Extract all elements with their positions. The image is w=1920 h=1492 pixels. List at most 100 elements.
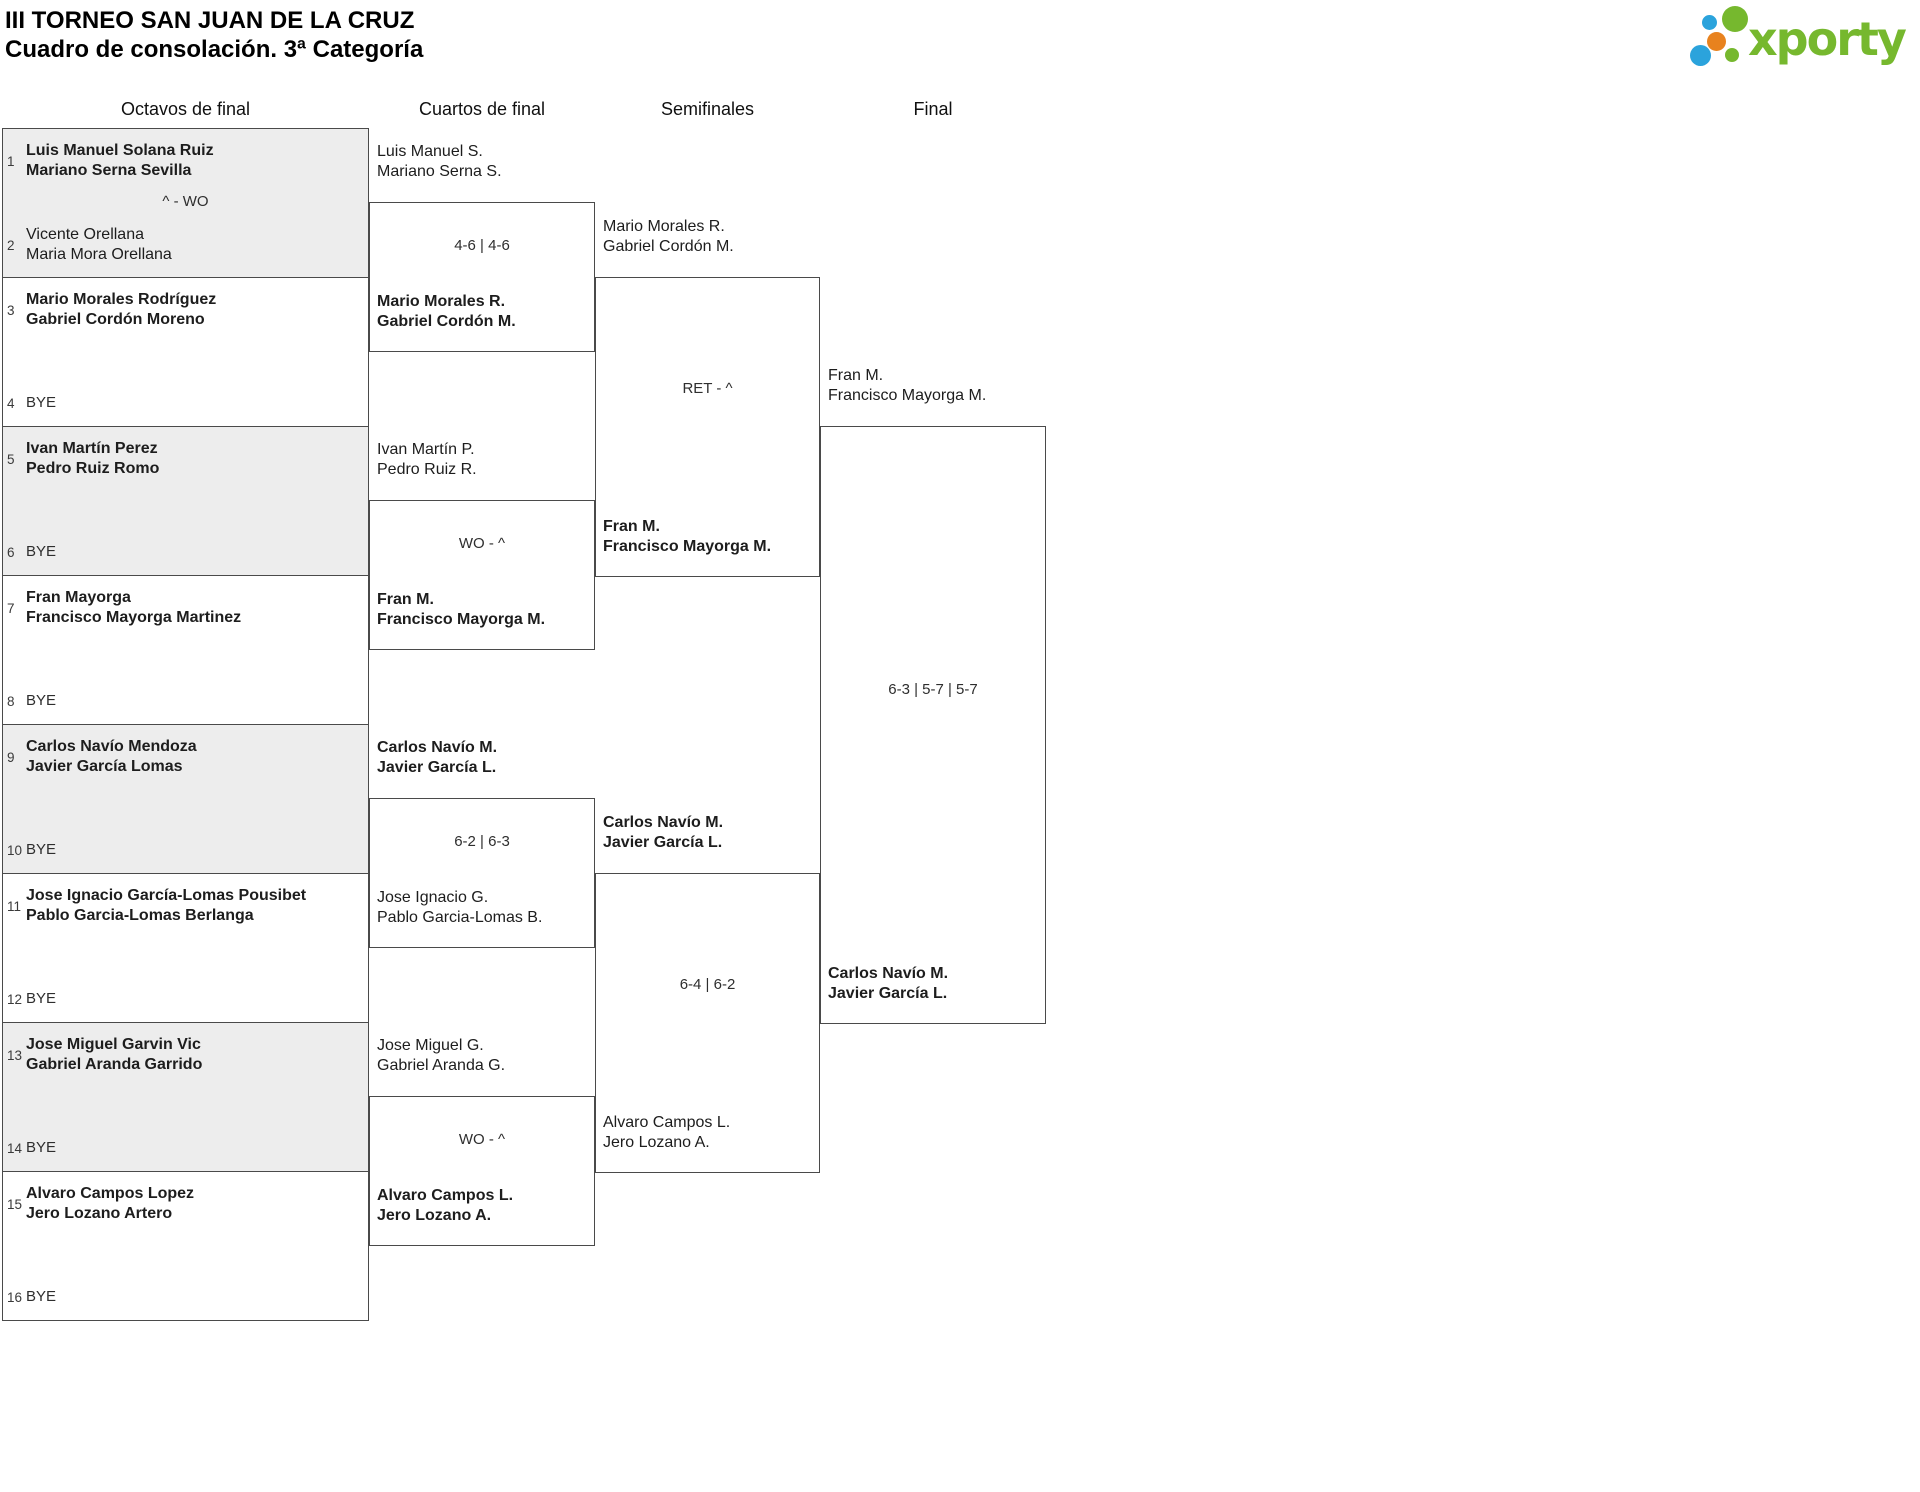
seed-number: 8	[7, 693, 15, 709]
team-name-line: Francisco Mayorga M.	[377, 611, 546, 628]
team-name-line: Alvaro Campos L.	[377, 1187, 514, 1204]
bye-label: BYE	[26, 841, 57, 858]
seed-number: 16	[7, 1289, 23, 1305]
team-name-line: Fran Mayorga	[26, 589, 131, 606]
team-name-line: Carlos Navío M.	[603, 814, 724, 831]
match-score: 6-3 | 5-7 | 5-7	[888, 681, 978, 698]
final-match-box	[820, 426, 1046, 1024]
team-entry: Carlos Navío M. Javier García L.	[828, 964, 1184, 1004]
seed-number: 15	[7, 1196, 23, 1212]
team-name-line: Fran M.	[377, 591, 434, 608]
team-name-line: Alvaro Campos Lopez	[26, 1185, 195, 1202]
team-name-line: Carlos Navío M.	[828, 965, 949, 982]
seed-number: 12	[7, 991, 23, 1007]
r16-match-box	[2, 128, 369, 278]
seed-number: 10	[7, 842, 23, 858]
team-name-line: Javier García L.	[828, 985, 948, 1002]
team-entry: Alvaro Campos L. Jero Lozano A.	[377, 1186, 733, 1226]
match-score: RET - ^	[682, 380, 733, 397]
r16-match-box	[2, 1171, 369, 1321]
bye-label: BYE	[26, 1288, 57, 1305]
team-name-line: Jose Miguel Garvin Vic	[26, 1036, 201, 1053]
seed-number: 5	[7, 451, 15, 467]
bye-label: BYE	[26, 692, 57, 709]
seed-number: 6	[7, 544, 15, 560]
team-name-line: Pablo Garcia-Lomas Berlanga	[26, 907, 254, 924]
team-name-line: Pedro Ruiz Romo	[26, 460, 160, 477]
team-name-line: Luis Manuel Solana Ruiz	[26, 142, 214, 159]
match-score: 6-4 | 6-2	[679, 976, 736, 993]
logo-dot-green-small-icon	[1725, 48, 1739, 62]
team-entry: Mario Morales R.Gabriel Cordón M.	[603, 217, 958, 257]
semifinal-match-box	[595, 873, 820, 1173]
team-name-line: Jero Lozano A.	[603, 1134, 710, 1151]
r16-match-box	[2, 575, 369, 725]
team-entry: Alvaro Campos L. Jero Lozano A.	[603, 1113, 958, 1153]
logo-dot-blue-small-icon	[1702, 15, 1717, 30]
xporty-logo[interactable]: xporty	[1684, 2, 1918, 82]
team-name-line: Jose Ignacio García-Lomas Pousibet	[26, 887, 307, 904]
team-name-line: Maria Mora Orellana	[26, 246, 172, 263]
round-header-3: Final	[913, 99, 953, 119]
team-entry: Mario Morales R.Gabriel Cordón M.	[377, 292, 733, 332]
r16-match-box	[2, 277, 369, 427]
seed-number: 11	[7, 898, 22, 914]
team-name-line: Ivan Martín P.	[377, 441, 475, 458]
team-name-line: Pablo Garcia-Lomas B.	[377, 909, 543, 926]
team-entry: Carlos Navío M.Javier García L.	[377, 738, 733, 778]
team-name-line: Luis Manuel S.	[377, 143, 483, 160]
team-name-line: Vicente Orellana	[26, 226, 144, 243]
seed-number: 14	[7, 1140, 23, 1156]
team-entry: Fran M. Francisco Mayorga M.	[377, 590, 733, 630]
seed-number: 13	[7, 1047, 23, 1063]
r16-match-box	[2, 873, 369, 1023]
team-name-line: Gabriel Aranda Garrido	[26, 1056, 203, 1073]
bracket-subtitle: Cuadro de consolación. 3ª Categoría	[5, 36, 424, 63]
bye-label: BYE	[26, 543, 57, 560]
match-score: WO - ^	[458, 535, 506, 552]
team-entry: Luis Manuel S.Mariano Serna S.	[377, 142, 733, 182]
team-name-line: Francisco Mayorga Martinez	[26, 609, 242, 626]
logo-dot-green-big-icon	[1722, 6, 1748, 32]
team-name-line: Pedro Ruiz R.	[377, 461, 477, 478]
team-name-line: Ivan Martín Perez	[26, 440, 158, 457]
quarterfinal-match-box	[369, 202, 595, 352]
seed-number: 7	[7, 600, 15, 616]
r16-match-box	[2, 426, 369, 576]
bye-label: BYE	[26, 990, 57, 1007]
seed-number: 2	[7, 237, 15, 253]
quarterfinal-match-box	[369, 798, 595, 948]
match-score: 6-2 | 6-3	[454, 833, 510, 850]
team-name-line: Francisco Mayorga M.	[603, 538, 772, 555]
team-name-line: Javier García L.	[603, 834, 723, 851]
team-name-line: Mario Morales R.	[603, 218, 725, 235]
bye-label: BYE	[26, 1139, 57, 1156]
round-header-2: Semifinales	[660, 99, 755, 119]
seed-number: 3	[7, 302, 15, 318]
seed-number: 9	[7, 749, 15, 765]
page-title: III TORNEO SAN JUAN DE LA CRUZ Cuadro de…	[5, 6, 423, 64]
team-name-line: Carlos Navío M.	[377, 739, 498, 756]
team-name-line: Fran M.	[828, 367, 884, 384]
match-score: 4-6 | 4-6	[454, 237, 510, 254]
team-name-line: Alvaro Campos L.	[603, 1114, 731, 1131]
team-name-line: Jero Lozano Artero	[26, 1205, 173, 1222]
team-name-line: Jero Lozano A.	[377, 1207, 492, 1224]
round-header-0: Octavos de final	[120, 99, 251, 119]
team-name-line: Francisco Mayorga M.	[828, 387, 987, 404]
seed-number: 1	[7, 153, 15, 169]
team-name-line: Jose Miguel G.	[377, 1037, 484, 1054]
logo-dot-blue-big-icon	[1690, 45, 1711, 66]
quarterfinal-match-box	[369, 500, 595, 650]
team-name-line: Mariano Serna Sevilla	[26, 162, 192, 179]
team-entry: Ivan Martín P. Pedro Ruiz R.	[377, 440, 733, 480]
team-entry: Carlos Navío M. Javier García L.	[603, 813, 958, 853]
